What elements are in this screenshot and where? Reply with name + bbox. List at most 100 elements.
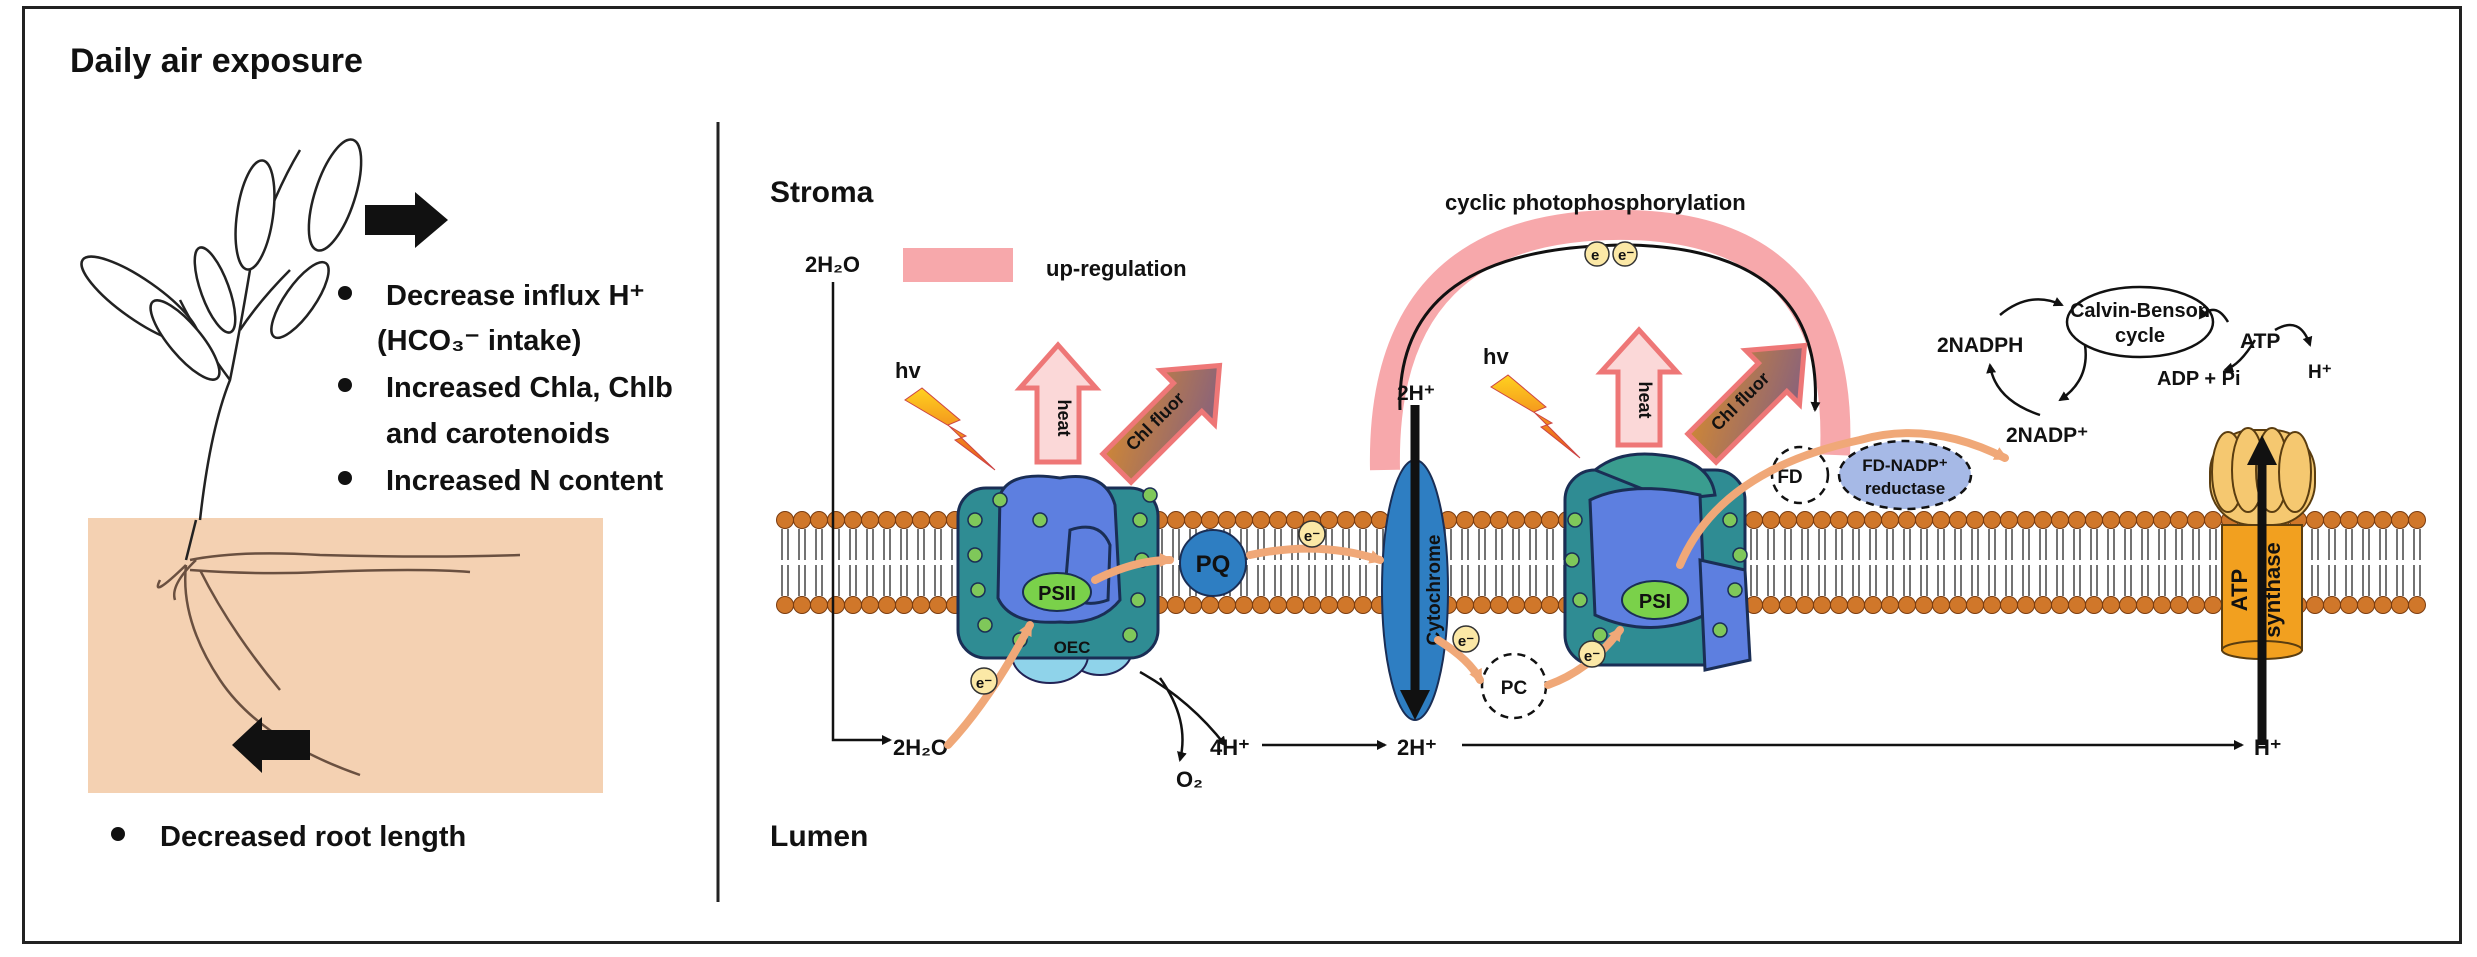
lipid-head: [2187, 511, 2205, 529]
lipid-head: [1354, 511, 1372, 529]
lipid-head: [2323, 511, 2341, 529]
psii-label: PSII: [1038, 583, 1076, 605]
chl-fluor-arrow-1: Chl fluor: [1099, 362, 1223, 486]
lipid-head: [1949, 596, 1967, 614]
lipid-head: [1473, 596, 1491, 614]
calvin-arrow-2: [1986, 363, 2041, 417]
bullet-2-line2: and carotenoids: [386, 418, 610, 450]
protons-cyt: 2H⁺: [1397, 382, 1435, 405]
fdnr-label-2: reductase: [1865, 479, 1945, 498]
heat-1-label: heat: [1054, 399, 1074, 436]
lipid-head: [1762, 511, 1780, 529]
lipid-head: [2170, 511, 2188, 529]
lipid-head: [2374, 596, 2392, 614]
stroma-label: Stroma: [770, 176, 874, 209]
lipid-head: [1456, 511, 1474, 529]
electron-2-label: e⁻: [1304, 528, 1320, 545]
lipid-head: [2374, 511, 2392, 529]
lipid-head: [1184, 511, 1202, 529]
oec-proton-arrow: [1139, 670, 1227, 747]
electron-cyclic-1-label: e: [1591, 247, 1599, 264]
lipid-head: [2068, 511, 2086, 529]
electron-4-label: e⁻: [1584, 648, 1600, 665]
lipid-head: [1456, 596, 1474, 614]
pq-carrier: [1179, 529, 1247, 597]
lipid-head: [878, 511, 896, 529]
proton-release-arrow: [2274, 323, 2313, 347]
lipid-head: [1847, 596, 1865, 614]
lipid-head: [2340, 511, 2358, 529]
lipid-head: [2408, 596, 2426, 614]
lipid-head: [1966, 511, 1984, 529]
electron-1-label: e⁻: [976, 675, 992, 692]
lipid-head: [1354, 596, 1372, 614]
lipid-head: [878, 596, 896, 614]
lipid-head: [2068, 596, 2086, 614]
h-lumen: H⁺: [2254, 735, 2282, 760]
electron-tokens: e⁻ e⁻ e⁻ e⁻: [970, 520, 1606, 695]
lipid-head: [2119, 596, 2137, 614]
lipid-head: [929, 511, 947, 529]
lipid-head: [2034, 511, 2052, 529]
lipid-head: [2119, 511, 2137, 529]
arrow-left-icon: [232, 717, 310, 773]
lipid-head: [844, 511, 862, 529]
lipid-head: [1490, 596, 1508, 614]
lipid-head: [1320, 596, 1338, 614]
lipid-head: [1864, 511, 1882, 529]
bullet-dot-2: [338, 378, 352, 392]
heat-arrow-1: [1014, 341, 1102, 465]
lipid-head: [2000, 596, 2018, 614]
cyclic-label: cyclic photophosphorylation: [1445, 190, 1746, 215]
lipid-head: [1745, 511, 1763, 529]
lipid-head: [1796, 511, 1814, 529]
lumen-label: Lumen: [770, 820, 868, 853]
lipid-head: [1983, 511, 2001, 529]
lipid-head: [1286, 596, 1304, 614]
cyclic-arc-highlight: [1369, 209, 1851, 471]
hv-2-label: hv: [1483, 344, 1509, 369]
lipid-head: [793, 596, 811, 614]
lipid-head: [1541, 596, 1559, 614]
lipid-head: [1184, 596, 1202, 614]
lipid-head: [1218, 596, 1236, 614]
lipid-head: [2136, 596, 2154, 614]
lipid-head: [1269, 596, 1287, 614]
lipid-head: [1218, 511, 1236, 529]
bullet-dot-root: [111, 827, 125, 841]
lipid-head: [1983, 596, 2001, 614]
calvin-label-1: Calvin-Benson: [2070, 300, 2210, 322]
lipid-head: [2136, 511, 2154, 529]
lipid-head: [1235, 511, 1253, 529]
lipid-head: [1915, 596, 1933, 614]
lipid-head: [1796, 596, 1814, 614]
legend-label: up-regulation: [1046, 256, 1187, 281]
plant-illustration: [80, 138, 603, 793]
legend-swatch: [903, 248, 1013, 282]
arrow-right-icon: [365, 192, 448, 248]
atp-arrow: [2223, 339, 2257, 373]
lipid-head: [895, 511, 913, 529]
lipid-head: [2170, 596, 2188, 614]
lipid-head: [2204, 596, 2222, 614]
lipid-head: [1490, 511, 1508, 529]
lipid-head: [1524, 596, 1542, 614]
lipid-head: [2102, 511, 2120, 529]
calvin-arrow-1: [2058, 344, 2087, 402]
lipid-head: [810, 596, 828, 614]
lipid-head: [2102, 596, 2120, 614]
lipid-head: [1252, 511, 1270, 529]
lipid-head: [1235, 596, 1253, 614]
lipid-head: [2391, 511, 2409, 529]
atp-synthase-label-1: ATP: [2227, 569, 2252, 611]
lipid-head: [810, 511, 828, 529]
lipid-head: [1524, 511, 1542, 529]
lipid-head: [861, 596, 879, 614]
heat-arrow-2: [1595, 326, 1683, 448]
lipid-head: [1864, 596, 1882, 614]
lipid-head: [2000, 511, 2018, 529]
protons-4: 4H⁺: [1210, 735, 1250, 760]
lipid-head: [1813, 511, 1831, 529]
bullet-1-line1: Decrease influx H⁺: [386, 280, 645, 312]
